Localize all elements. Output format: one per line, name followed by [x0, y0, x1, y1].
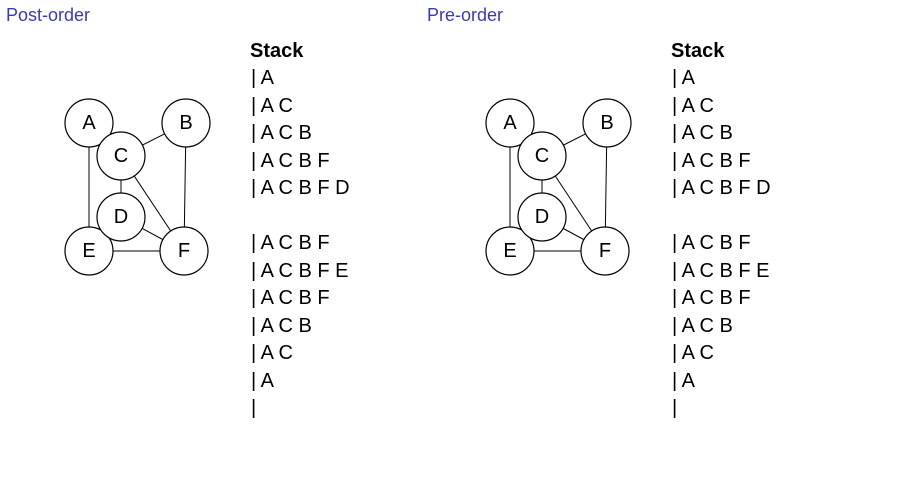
node-e: E	[485, 226, 535, 276]
stack-row: | A	[672, 369, 695, 392]
node-f: F	[580, 226, 630, 276]
node-a: A	[64, 98, 114, 148]
stack-row-spacer	[251, 203, 350, 231]
node-c: C	[517, 131, 567, 181]
node-label: C	[114, 145, 128, 167]
node-label: D	[114, 206, 128, 228]
post-order-panel: Post-order A B E F D C	[0, 0, 420, 482]
stack-row: | A	[672, 67, 695, 89]
stack-row: |	[251, 397, 257, 419]
node-d: D	[517, 192, 567, 242]
stack-list: | A | A C | A C B | A C B F | A C B F D …	[672, 65, 771, 423]
stack-row: | A C B F D	[251, 177, 350, 199]
stack-row: | A C	[251, 342, 293, 364]
panel-title: Post-order	[6, 5, 91, 25]
node-label: F	[599, 240, 611, 262]
node-label: B	[179, 112, 192, 134]
node-label: F	[178, 240, 190, 262]
stack-row: | A C B F	[672, 149, 751, 172]
stack-header: Stack	[671, 40, 725, 62]
node-label: A	[82, 112, 96, 134]
stack-header: Stack	[250, 40, 304, 62]
stack-row: | A C B F	[251, 149, 330, 172]
stack-row: | A C B F E	[251, 259, 349, 282]
stack-row: | A	[251, 369, 274, 392]
stack-row: | A C B	[251, 314, 312, 337]
node-b: B	[161, 98, 211, 148]
stack-row-spacer	[672, 203, 771, 231]
stack-row: | A C B F	[672, 287, 751, 309]
stack-list: | A | A C | A C B | A C B F | A C B F D …	[251, 65, 350, 423]
stack-row: | A C B	[251, 122, 312, 144]
stack-row: | A C B F	[251, 232, 330, 254]
node-label: E	[82, 240, 95, 262]
node-b: B	[582, 98, 632, 148]
stack-row: | A C B F D	[672, 177, 771, 199]
stack-row: | A C B F	[672, 232, 751, 254]
node-label: D	[535, 206, 549, 228]
stack-row: | A C	[672, 94, 714, 117]
node-label: B	[600, 112, 613, 134]
graph-diagram: A B E F D C	[485, 98, 632, 276]
stack-row: | A	[251, 67, 274, 89]
node-label: A	[503, 112, 517, 134]
stack-row: | A C	[251, 94, 293, 117]
node-c: C	[96, 131, 146, 181]
stack-row: | A C B F	[251, 287, 330, 309]
stack-row: | A C	[672, 342, 714, 364]
node-f: F	[159, 226, 209, 276]
stack-row: | A C B	[672, 314, 733, 337]
node-e: E	[64, 226, 114, 276]
stack-row: |	[672, 397, 678, 419]
stack-row: | A C B	[672, 122, 733, 144]
node-a: A	[485, 98, 535, 148]
node-label: E	[503, 240, 516, 262]
graph-diagram: A B E F D C	[64, 98, 211, 276]
pre-order-panel: Pre-order A B E F D C	[421, 0, 841, 482]
stack-row: | A C B F E	[672, 259, 770, 282]
panel-title: Pre-order	[427, 5, 504, 25]
node-d: D	[96, 192, 146, 242]
node-label: C	[535, 145, 549, 167]
